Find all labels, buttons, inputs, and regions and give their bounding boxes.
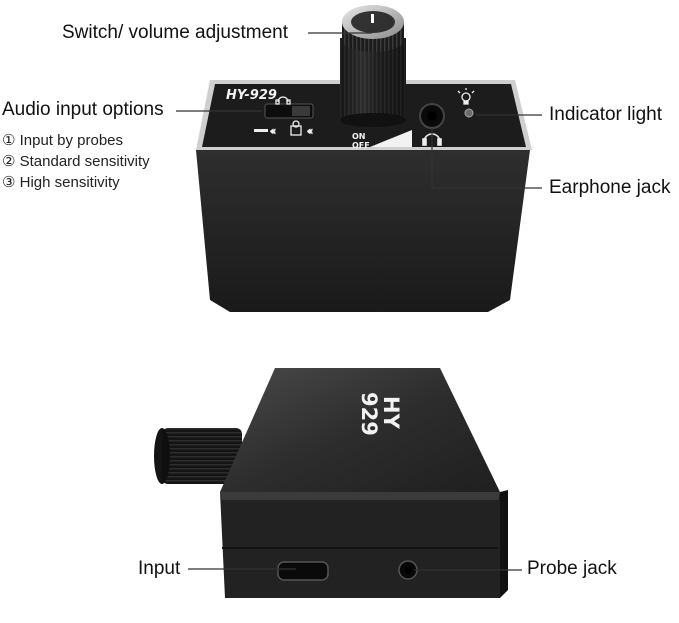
label-probe: Probe jack bbox=[527, 558, 617, 579]
lower-device-top bbox=[220, 368, 500, 492]
side-knob[interactable] bbox=[154, 428, 242, 484]
on-text: ON bbox=[352, 132, 366, 141]
model-side-text-1: HY bbox=[379, 396, 403, 430]
label-indicator: Indicator light bbox=[549, 104, 663, 125]
model-top-text: HY-929 bbox=[226, 88, 277, 103]
indicator-light bbox=[464, 108, 474, 118]
lower-device bbox=[154, 368, 508, 598]
probe-mode-icons: « « bbox=[254, 120, 313, 138]
headphone-mode-icon bbox=[275, 96, 291, 105]
option-2: ② Standard sensitivity bbox=[2, 153, 150, 170]
input-port[interactable] bbox=[277, 561, 329, 581]
label-switch-volume: Switch/ volume adjustment bbox=[62, 22, 288, 43]
model-side-text-2: 929 bbox=[357, 392, 381, 436]
label-input: Input bbox=[138, 558, 181, 579]
bulb-icon bbox=[457, 88, 475, 105]
mode-switch-slider[interactable] bbox=[292, 106, 310, 116]
upper-device: « « bbox=[196, 5, 532, 312]
lower-device-front bbox=[220, 492, 500, 598]
svg-text:«: « bbox=[307, 127, 313, 137]
option-1: ① Input by probes bbox=[2, 132, 124, 149]
leader-lines bbox=[176, 32, 542, 571]
upper-device-body bbox=[196, 150, 530, 312]
off-text: OFF bbox=[352, 141, 370, 150]
label-earphone: Earphone jack bbox=[549, 177, 671, 198]
option-3: ③ High sensitivity bbox=[2, 174, 120, 191]
volume-knob[interactable] bbox=[340, 5, 406, 127]
knob-pointer bbox=[371, 14, 374, 23]
svg-text:«: « bbox=[270, 127, 276, 137]
label-audio-input: Audio input options bbox=[2, 99, 164, 120]
on-off-ramp bbox=[370, 130, 412, 147]
